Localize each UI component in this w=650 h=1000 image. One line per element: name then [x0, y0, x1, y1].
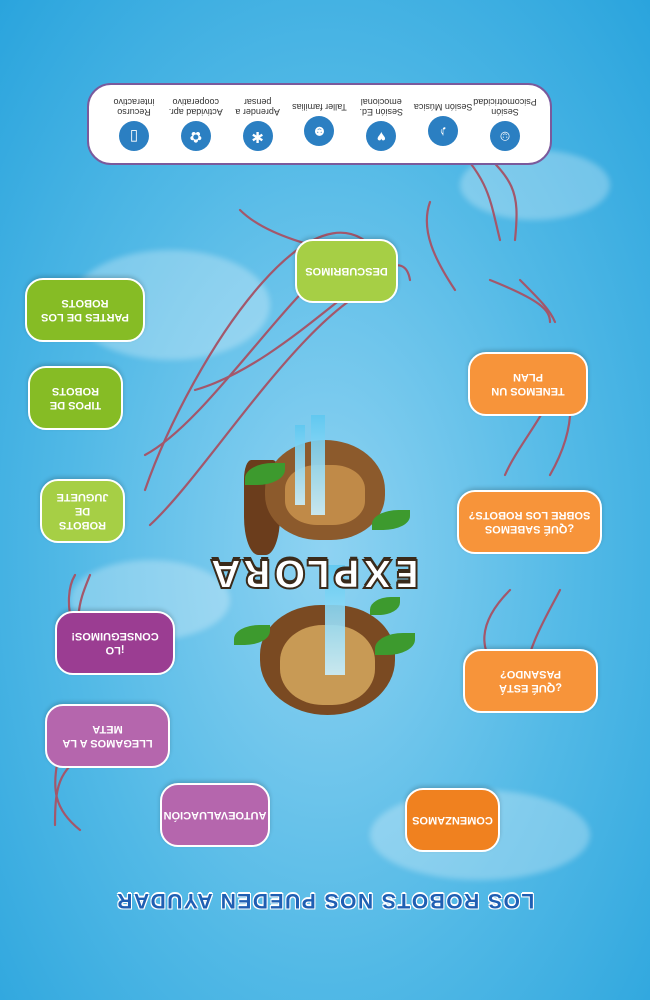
node-tipos-robots: TIPOS DE ROBOTS — [28, 366, 123, 430]
legend-item: ☺ Sesión Psicomotricidad — [473, 97, 537, 151]
family-icon: ☻ — [304, 116, 335, 146]
legend-label: Sesión Música — [413, 102, 473, 112]
legend-item: ▯ Recurso interactivo — [103, 97, 165, 151]
legend-label: Sesión Ed. emocional — [359, 97, 404, 117]
explora-title: EXPLORA — [208, 550, 421, 596]
waterfall — [295, 425, 305, 505]
legend-panel: ☺ Sesión Psicomotricidad ♪ Sesión Música… — [87, 83, 552, 165]
legend-item: ☻ Taller familias — [289, 102, 351, 146]
legend-item: ✿ Actividad apr. cooperativo — [165, 97, 227, 151]
node-robots-juguete: ROBOTS DE JUGUETE — [40, 479, 125, 543]
node-autoevaluacion: AUTOEVALUACIÓN — [160, 783, 270, 847]
legend-item: ✱ Aprender a pensar — [227, 97, 289, 151]
legend-label: Actividad apr. cooperativo — [168, 97, 223, 117]
legend-label: Aprender a pensar — [235, 97, 280, 117]
legend-item: ♪ Sesión Música — [412, 102, 474, 146]
music-note-icon: ♪ — [428, 116, 459, 146]
tablet-icon: ▯ — [118, 121, 149, 151]
node-partes-robots: PARTES DE LOS ROBOTS — [25, 278, 145, 342]
node-que-esta-pasando: ¿QUÉ ESTÁ PASANDO? — [463, 649, 598, 713]
group-icon: ✿ — [180, 121, 211, 151]
legend-label: Recurso interactivo — [113, 97, 155, 117]
node-comenzamos: COMENZAMOS — [405, 788, 500, 852]
map-title: LOS ROBOTS NOS PUEDEN AYUDAR — [115, 889, 535, 912]
head-profile-icon: ☺ — [490, 121, 520, 151]
legend-label: Taller familias — [292, 102, 347, 112]
node-que-sabemos: ¿QUÉ SABEMOS SOBRE LOS ROBOTS? — [457, 490, 602, 554]
waterfall — [311, 415, 325, 515]
leaf — [370, 597, 400, 615]
legend-label: Sesión Psicomotricidad — [473, 97, 537, 117]
heart-icon: ♥ — [366, 121, 397, 151]
explora-logo: EXPLORA — [208, 415, 421, 715]
legend-item: ♥ Sesión Ed. emocional — [350, 97, 412, 151]
node-llegamos-meta: LLEGAMOS A LA META — [45, 704, 170, 768]
node-tenemos-plan: TENEMOS UN PLAN — [468, 352, 588, 416]
lightbulb-icon: ✱ — [242, 121, 273, 151]
node-descubrimos: DESCUBRIMOS — [295, 239, 398, 303]
node-lo-conseguimos: ¡LO CONSEGUIMOS! — [55, 611, 175, 675]
